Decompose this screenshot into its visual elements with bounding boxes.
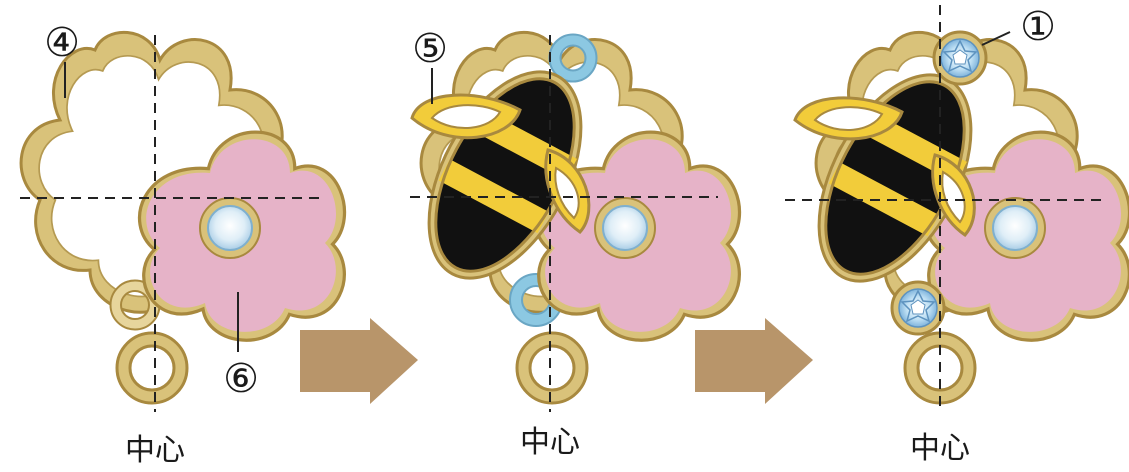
label-part-5: ⑤ [412, 26, 448, 72]
ring-icon [548, 33, 598, 83]
crystal-icon [932, 30, 988, 86]
panel-step-2: ⑤ 中心 [410, 26, 742, 460]
ring-icon [903, 331, 977, 405]
label-part-4: ④ [44, 20, 80, 66]
pink-flower-icon [532, 130, 742, 342]
ring-icon [515, 331, 589, 405]
bee-wing-icon [410, 93, 591, 234]
arrow-right-icon [695, 318, 813, 404]
bee-wing-icon [793, 96, 976, 237]
pink-flower-icon [137, 130, 347, 342]
leader-line [981, 31, 1011, 46]
panel-step-1: ④ ⑥ 中心 [19, 20, 347, 468]
pink-flower-icon [922, 130, 1129, 342]
center-label: 中心 [910, 431, 970, 466]
label-part-1: ① [1020, 4, 1056, 50]
arrow-right-icon [300, 318, 418, 404]
crystal-icon [890, 280, 946, 336]
panel-step-3: ① 中心 [785, 4, 1129, 466]
center-label: 中心 [125, 433, 185, 468]
center-label: 中心 [520, 425, 580, 460]
label-part-6: ⑥ [223, 356, 259, 402]
ring-icon [115, 331, 189, 405]
